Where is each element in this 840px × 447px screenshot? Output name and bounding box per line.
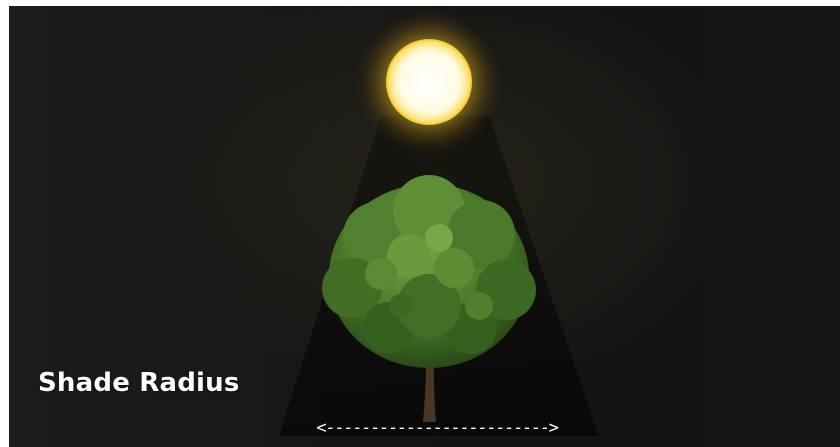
shade-radius-caption: Shade Radius xyxy=(38,363,240,403)
sun-icon xyxy=(386,39,472,125)
shade-radius-illustration: Shade Radius <-------------------------> xyxy=(9,6,840,447)
radius-double-arrow: <-------------------------> xyxy=(276,416,598,440)
